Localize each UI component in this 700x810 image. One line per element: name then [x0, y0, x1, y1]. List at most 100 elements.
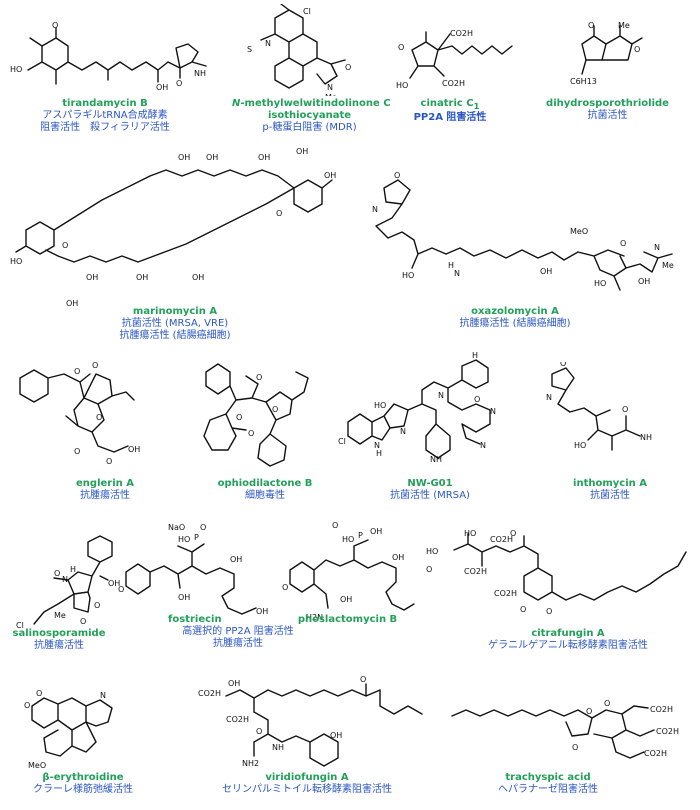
svg-text:NH: NH	[272, 743, 284, 752]
compound-name: salinosporamide	[12, 628, 106, 639]
svg-text:CO2H: CO2H	[490, 535, 513, 544]
svg-text:O: O	[74, 367, 80, 376]
structure-englerin-a: O O O O OH O	[8, 360, 168, 468]
svg-text:O: O	[332, 521, 338, 530]
svg-text:O: O	[622, 405, 628, 414]
svg-text:O: O	[52, 22, 58, 30]
compound-name: viridiofungin A	[265, 772, 349, 783]
svg-text:Cl: Cl	[303, 7, 311, 16]
structure-salinosporamide: O H N OH O Me Cl O	[8, 532, 130, 630]
caption-nw-g01: NW-G01 抗菌活性 (MRSA)	[380, 478, 480, 502]
caption-dihydrosporothriolide: dihydrosporothriolide 抗菌活性	[545, 98, 670, 122]
activity-line: 抗腫瘍活性	[213, 638, 263, 649]
svg-text:NH: NH	[640, 433, 652, 442]
compound-name: phoslactomycin B	[297, 614, 398, 625]
structure-cinatric-c1: O CO2H HO CO2H	[392, 28, 524, 96]
compound-name-line2: isothiocyanate	[267, 110, 352, 121]
svg-text:O: O	[474, 395, 480, 404]
activity-line: 高選択的 PP2A 阻害活性	[182, 626, 294, 637]
svg-text:OH: OH	[86, 273, 98, 282]
activity-line: セリンパルミトイル転移酵素阻害活性	[222, 784, 392, 795]
svg-text:OH: OH	[178, 153, 190, 162]
svg-text:OH: OH	[296, 147, 308, 156]
compound-name: β-erythroidine	[42, 772, 124, 783]
svg-text:N: N	[327, 83, 333, 92]
svg-text:O: O	[620, 239, 626, 248]
svg-text:Me: Me	[618, 22, 630, 30]
svg-text:HO: HO	[10, 257, 22, 266]
svg-text:P: P	[194, 533, 199, 542]
structure-ophiodilactone-b: O O O O	[196, 360, 316, 470]
svg-text:Me: Me	[54, 611, 66, 620]
svg-text:CO2H: CO2H	[450, 29, 473, 38]
compound-name: tirandamycin B	[62, 98, 148, 109]
svg-text:CO2H: CO2H	[464, 567, 487, 576]
activity-line: 抗菌活性	[590, 490, 630, 501]
svg-text:OH: OH	[256, 607, 268, 616]
svg-text:C6H13: C6H13	[570, 77, 597, 86]
svg-text:CO2H: CO2H	[198, 689, 221, 698]
svg-text:N: N	[480, 441, 486, 450]
activity-line: 抗菌活性 (MRSA, VRE)	[121, 318, 229, 329]
svg-text:N: N	[546, 393, 552, 402]
svg-text:S: S	[247, 45, 252, 54]
svg-text:OH: OH	[324, 171, 336, 180]
structure-phoslactomycin-b: O HO P OH O H2N OH OH	[282, 520, 420, 624]
activity-line: アスパラギルtRNA合成酵素	[42, 110, 168, 121]
svg-text:O: O	[560, 362, 566, 368]
activity-line: 抗菌活性	[587, 110, 628, 121]
compound-name: dihydrosporothriolide	[546, 98, 669, 109]
svg-text:Me: Me	[325, 93, 337, 96]
activity-line: 抗腫瘍活性	[34, 640, 84, 651]
svg-text:HO: HO	[10, 65, 22, 74]
activity-line: 抗腫瘍活性 (結腸癌細胞)	[459, 318, 571, 329]
caption-welwitindolinone: N-methylwelwitindolinone C isothiocyanat…	[232, 98, 391, 134]
svg-text:H: H	[472, 352, 478, 360]
svg-text:OH: OH	[156, 83, 168, 92]
svg-text:OH: OH	[136, 273, 148, 282]
svg-text:O: O	[256, 373, 262, 382]
svg-text:Me: Me	[662, 261, 674, 270]
svg-text:O: O	[360, 676, 366, 684]
structure-viridiofungin-a: CO2H OH CO2H O NH NH2 OH O	[196, 676, 432, 778]
compound-name: marinomycin A	[132, 306, 218, 317]
svg-text:HO: HO	[178, 535, 190, 544]
svg-text:O: O	[118, 585, 124, 594]
svg-text:OH: OH	[392, 553, 404, 562]
svg-text:O: O	[248, 429, 254, 438]
svg-text:N: N	[654, 243, 660, 252]
svg-text:HO: HO	[396, 81, 408, 90]
svg-text:OH: OH	[128, 445, 140, 454]
svg-text:O: O	[92, 361, 98, 370]
structure-marinomycin-a: OH OH OH OH OH HO OH OH OH OH O O	[6, 140, 341, 310]
activity-line: 阻害活性 殺フィラリア活性	[40, 122, 170, 133]
structure-fostriecin: NaO HO P O O OH OH OH	[118, 522, 280, 624]
svg-text:O: O	[520, 605, 526, 614]
svg-text:CO2H: CO2H	[442, 79, 465, 88]
compound-name: citrafungin A	[531, 628, 605, 639]
svg-text:N: N	[438, 391, 444, 400]
svg-text:OH: OH	[228, 679, 240, 688]
caption-citrafungin-a: citrafungin A ゲラニルゲアニル転移酵素阻害活性	[488, 628, 648, 652]
activity-line: PP2A 阻害活性	[413, 112, 487, 123]
svg-text:O: O	[546, 607, 552, 616]
svg-text:P: P	[358, 531, 363, 540]
svg-text:O: O	[62, 241, 68, 250]
compound-name: cinatric C1	[420, 98, 480, 111]
svg-text:CO2H: CO2H	[494, 589, 517, 598]
compound-name: N-methylwelwitindolinone C	[232, 98, 391, 109]
svg-text:H: H	[376, 449, 382, 458]
svg-text:MeO: MeO	[28, 761, 46, 770]
svg-text:O: O	[80, 617, 86, 626]
svg-text:O: O	[200, 523, 206, 532]
svg-text:O: O	[276, 209, 282, 218]
svg-text:N: N	[490, 407, 496, 416]
compound-name: fostriecin	[168, 614, 222, 625]
svg-text:H: H	[70, 565, 76, 574]
svg-text:OH: OH	[638, 277, 650, 286]
structure-citrafungin-a: HO CO2H HO O CO2H O CO2H O O	[424, 530, 696, 626]
compound-name: ophiodilactone B	[217, 478, 313, 489]
activity-line: p-糖蛋白阻害 (MDR)	[262, 122, 357, 133]
svg-text:HO: HO	[574, 441, 586, 450]
svg-text:O: O	[588, 22, 594, 30]
